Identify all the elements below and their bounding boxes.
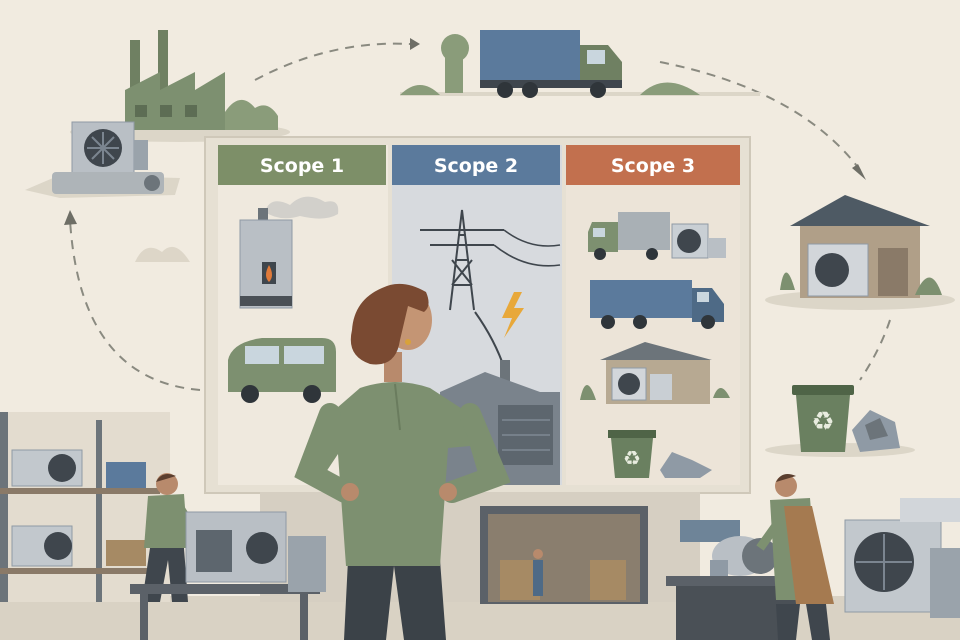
boiler-icon [239,196,339,309]
right-workbench [666,536,816,640]
scope-3-truck [590,280,724,329]
svg-text:♻: ♻ [623,446,641,470]
scope-3-header [566,145,740,185]
scope-3-label: Scope 3 [611,155,695,177]
scope-2-header [392,145,560,185]
cloud [135,246,190,262]
scope-1-header [218,145,386,185]
van-icon [228,338,336,403]
arrowhead-1 [410,38,420,50]
arrow-factory-to-truck [254,42,411,81]
arrow-warehouse-to-recycle [859,319,891,381]
wall-window [680,520,740,542]
truck-icon [400,30,760,98]
scope-3-truck-heatpump [588,212,726,260]
arrowhead-3 [64,210,77,225]
arrowhead-2 [852,164,866,180]
scope-1-label: Scope 1 [260,155,344,177]
arrow-truck-to-warehouse [659,61,861,171]
lightning-icon [502,292,524,338]
warehouse-icon [765,195,955,310]
scope-2-label: Scope 2 [434,155,518,177]
warehouse-doorway [480,506,648,604]
woman-figure [294,283,511,640]
scope-3-warehouse [580,342,730,404]
recycle-bin-icon: ♻ [765,385,915,457]
svg-text:♻: ♻ [811,407,834,437]
left-workbench [130,511,326,640]
scope-3-recycle-bin: ♻ [608,430,712,478]
building-icon [440,360,560,485]
arrow-recycle-to-factory [69,219,201,391]
right-worker [756,474,834,640]
heat-pump-icon [25,121,180,198]
right-heat-pumps [844,498,960,618]
lifecycle-arrows [69,42,891,391]
left-shelving [0,412,170,602]
power-pylon-icon [420,209,561,311]
